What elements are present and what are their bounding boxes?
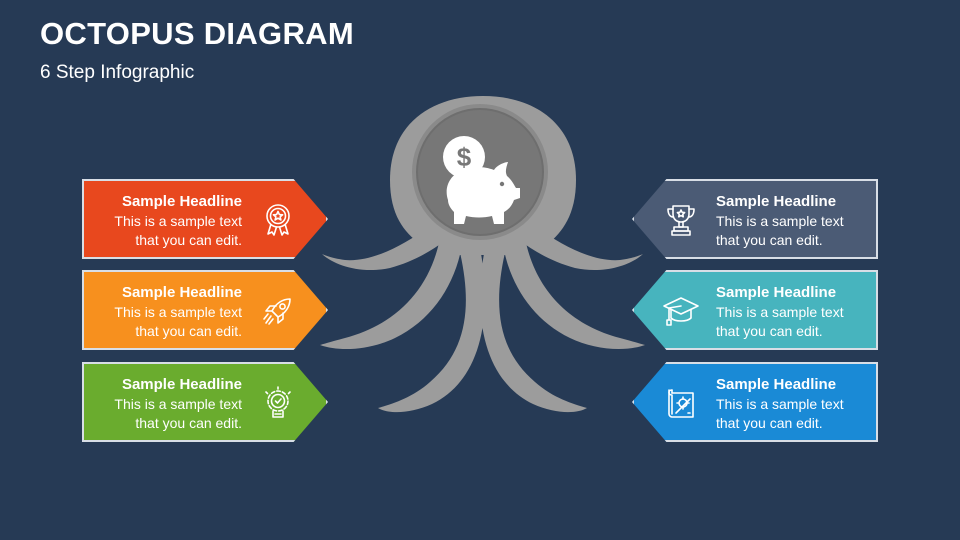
step-line-2: that you can edit. xyxy=(716,323,823,339)
step-line-1: This is a sample text xyxy=(716,304,844,320)
step-text: Sample Headline This is a sample text th… xyxy=(92,374,242,433)
step-text: Sample Headline This is a sample text th… xyxy=(92,191,242,250)
step-text: Sample Headline This is a sample text th… xyxy=(716,374,866,433)
step-line-1: This is a sample text xyxy=(114,213,242,229)
slide-subtitle: 6 Step Infographic xyxy=(40,62,195,83)
svg-text:$: $ xyxy=(457,142,472,172)
step-line-1: This is a sample text xyxy=(114,304,242,320)
award-medal-icon xyxy=(259,201,297,239)
step-card-3[interactable]: Sample Headline This is a sample text th… xyxy=(82,362,328,442)
step-card-5[interactable]: Sample Headline This is a sample text th… xyxy=(632,270,878,350)
step-headline: Sample Headline xyxy=(716,284,837,301)
piggy-bank-dollar-icon: $ xyxy=(443,136,520,224)
step-card-2[interactable]: Sample Headline This is a sample text th… xyxy=(82,270,328,350)
blueprint-scroll-icon xyxy=(662,384,700,422)
step-line-2: that you can edit. xyxy=(716,232,823,248)
step-headline: Sample Headline xyxy=(121,376,242,393)
step-text: Sample Headline This is a sample text th… xyxy=(92,282,242,341)
slide-title: OCTOPUS DIAGRAM xyxy=(40,16,354,51)
step-headline: Sample Headline xyxy=(121,284,242,301)
graduation-cap-icon xyxy=(662,292,700,330)
gear-idea-icon xyxy=(259,384,297,422)
step-headline: Sample Headline xyxy=(716,376,837,393)
rocket-icon xyxy=(259,292,297,330)
step-line-1: This is a sample text xyxy=(716,213,844,229)
step-headline: Sample Headline xyxy=(716,193,837,210)
step-card-6[interactable]: Sample Headline This is a sample text th… xyxy=(632,362,878,442)
trophy-icon xyxy=(662,201,700,239)
step-text: Sample Headline This is a sample text th… xyxy=(716,191,866,250)
step-line-2: that you can edit. xyxy=(716,415,823,431)
step-text: Sample Headline This is a sample text th… xyxy=(716,282,866,341)
step-card-4[interactable]: Sample Headline This is a sample text th… xyxy=(632,179,878,259)
step-line-2: that you can edit. xyxy=(135,232,242,248)
step-headline: Sample Headline xyxy=(121,193,242,210)
step-line-1: This is a sample text xyxy=(114,396,242,412)
step-line-2: that you can edit. xyxy=(135,415,242,431)
step-line-2: that you can edit. xyxy=(135,323,242,339)
step-line-1: This is a sample text xyxy=(716,396,844,412)
octopus-graphic: $ xyxy=(320,96,645,413)
step-card-1[interactable]: Sample Headline This is a sample text th… xyxy=(82,179,328,259)
